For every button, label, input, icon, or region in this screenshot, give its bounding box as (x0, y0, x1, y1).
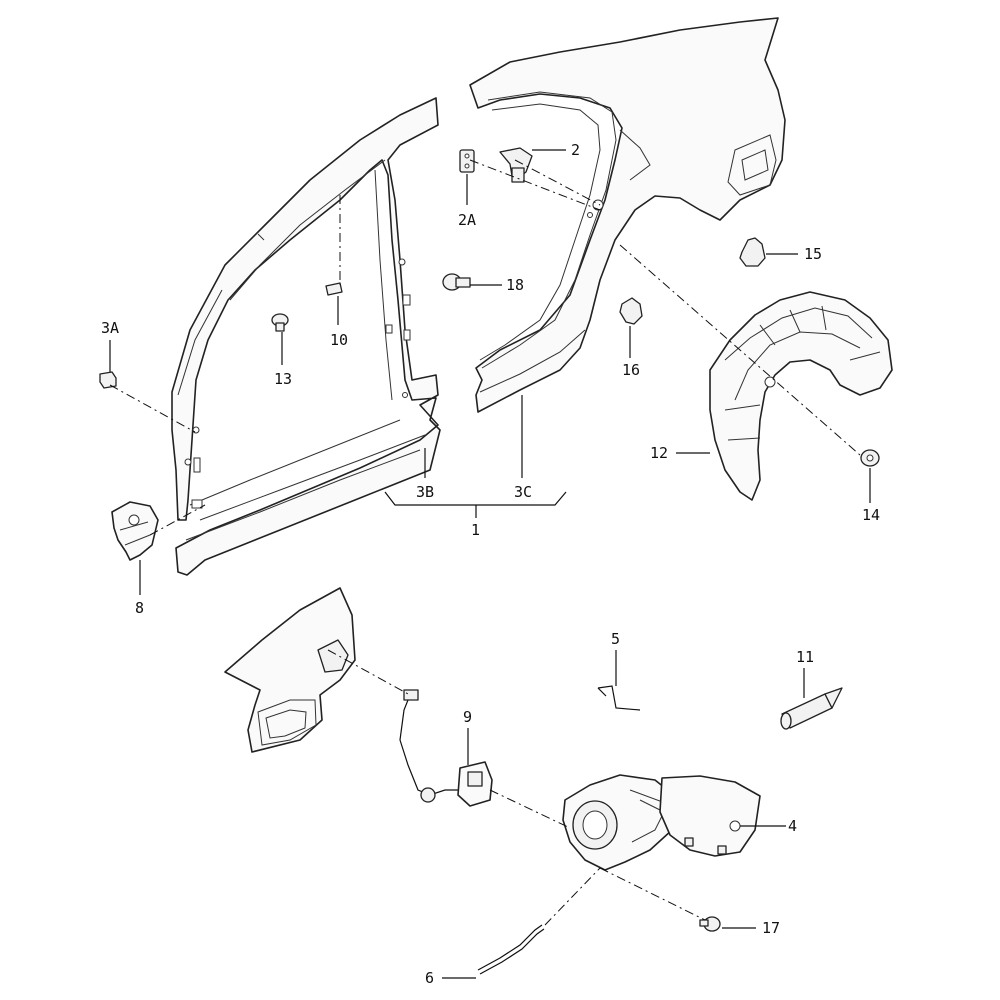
bracket-8 (111, 501, 159, 561)
hinge-bracket (499, 147, 533, 183)
callout-1: 1 (471, 521, 480, 539)
callout-11: 11 (796, 648, 814, 666)
clip-10 (325, 282, 343, 296)
callout-13: 13 (274, 370, 292, 388)
callout-9: 9 (463, 708, 472, 726)
callout-17: 17 (762, 919, 780, 937)
callout-15: 15 (804, 245, 822, 263)
clip-3a (99, 371, 117, 389)
screw-14 (860, 449, 880, 467)
callout-12: 12 (650, 444, 668, 462)
wheel-housing-liner (709, 291, 893, 501)
callout-2: 2 (571, 141, 580, 159)
bolt-18 (442, 273, 471, 291)
callout-6: 6 (425, 969, 434, 987)
drain-hose-6 (477, 924, 545, 975)
callout-10: 10 (330, 331, 348, 349)
sealant-tube-11 (780, 687, 843, 730)
callout-8: 8 (135, 599, 144, 617)
assembly-lines (109, 159, 861, 926)
screw-17 (699, 916, 721, 932)
callout-3a: 3A (101, 319, 119, 337)
callout-labels: 1 2 2A 3A 3B 3C 4 5 6 8 9 10 11 12 13 14… (101, 141, 880, 987)
fuel-filler-housing (562, 774, 681, 871)
leader-lines (109, 149, 871, 979)
clip-13 (271, 313, 289, 332)
spring-clip-5 (597, 685, 641, 711)
callout-4: 4 (788, 817, 797, 835)
callout-2a: 2A (458, 211, 476, 229)
callout-3c: 3C (514, 483, 532, 501)
callout-3b: 3B (416, 483, 434, 501)
release-cable (399, 689, 460, 803)
clip-16 (619, 297, 643, 325)
front-side-frame (171, 97, 441, 576)
fuel-door-4 (659, 775, 761, 857)
rear-side-panel (469, 17, 786, 413)
callout-5: 5 (611, 630, 620, 648)
rear-panel-section (224, 587, 356, 753)
clip-15 (739, 237, 766, 267)
actuator-9 (457, 761, 493, 807)
callout-18: 18 (506, 276, 524, 294)
hinge-plate (459, 149, 475, 173)
callout-14: 14 (862, 506, 880, 524)
callout-16: 16 (622, 361, 640, 379)
